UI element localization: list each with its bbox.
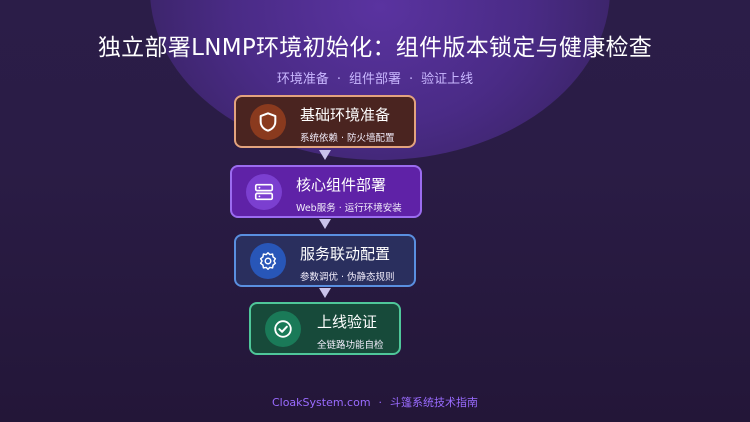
flow-arrow <box>319 288 331 298</box>
step-title: 基础环境准备 <box>300 106 391 124</box>
step-title: 核心组件部署 <box>296 176 387 194</box>
check-circle-icon <box>265 311 301 347</box>
step-description: 全链路功能自检 <box>317 340 384 351</box>
footer-text: 斗篷系统技术指南 <box>390 396 479 409</box>
gear-icon <box>250 243 286 279</box>
subtitle-part-2: 组件部署 <box>348 72 401 87</box>
footer-site-link[interactable]: CloakSystem.com <box>271 396 371 409</box>
shield-icon <box>250 104 286 140</box>
subtitle: 环境准备 · 组件部署 · 验证上线 <box>0 68 750 87</box>
footer: CloakSystem.com · 斗篷系统技术指南 <box>0 394 750 410</box>
subtitle-part-1: 环境准备 <box>276 72 329 87</box>
subtitle-part-3: 验证上线 <box>421 72 474 87</box>
step-description: 参数调优 · 伪静态规则 <box>300 272 395 283</box>
flow-arrow <box>319 219 331 229</box>
server-icon <box>246 174 282 210</box>
step-description: 系统依赖 · 防火墙配置 <box>300 133 395 144</box>
step-title: 上线验证 <box>317 313 378 331</box>
step-description: Web服务 · 运行环境安装 <box>296 203 402 214</box>
step-title: 服务联动配置 <box>300 245 391 263</box>
subtitle-separator: · <box>409 72 414 87</box>
step-service-config: 服务联动配置 参数调优 · 伪静态规则 <box>234 234 416 287</box>
step-environment-prep: 基础环境准备 系统依赖 · 防火墙配置 <box>234 95 416 148</box>
flow-arrow <box>319 150 331 160</box>
step-launch-verify: 上线验证 全链路功能自检 <box>249 302 401 355</box>
subtitle-separator: · <box>336 72 341 87</box>
footer-separator: · <box>378 396 383 409</box>
step-core-deploy: 核心组件部署 Web服务 · 运行环境安装 <box>230 165 422 218</box>
page-title: 独立部署LNMP环境初始化：组件版本锁定与健康检查 <box>97 35 653 61</box>
